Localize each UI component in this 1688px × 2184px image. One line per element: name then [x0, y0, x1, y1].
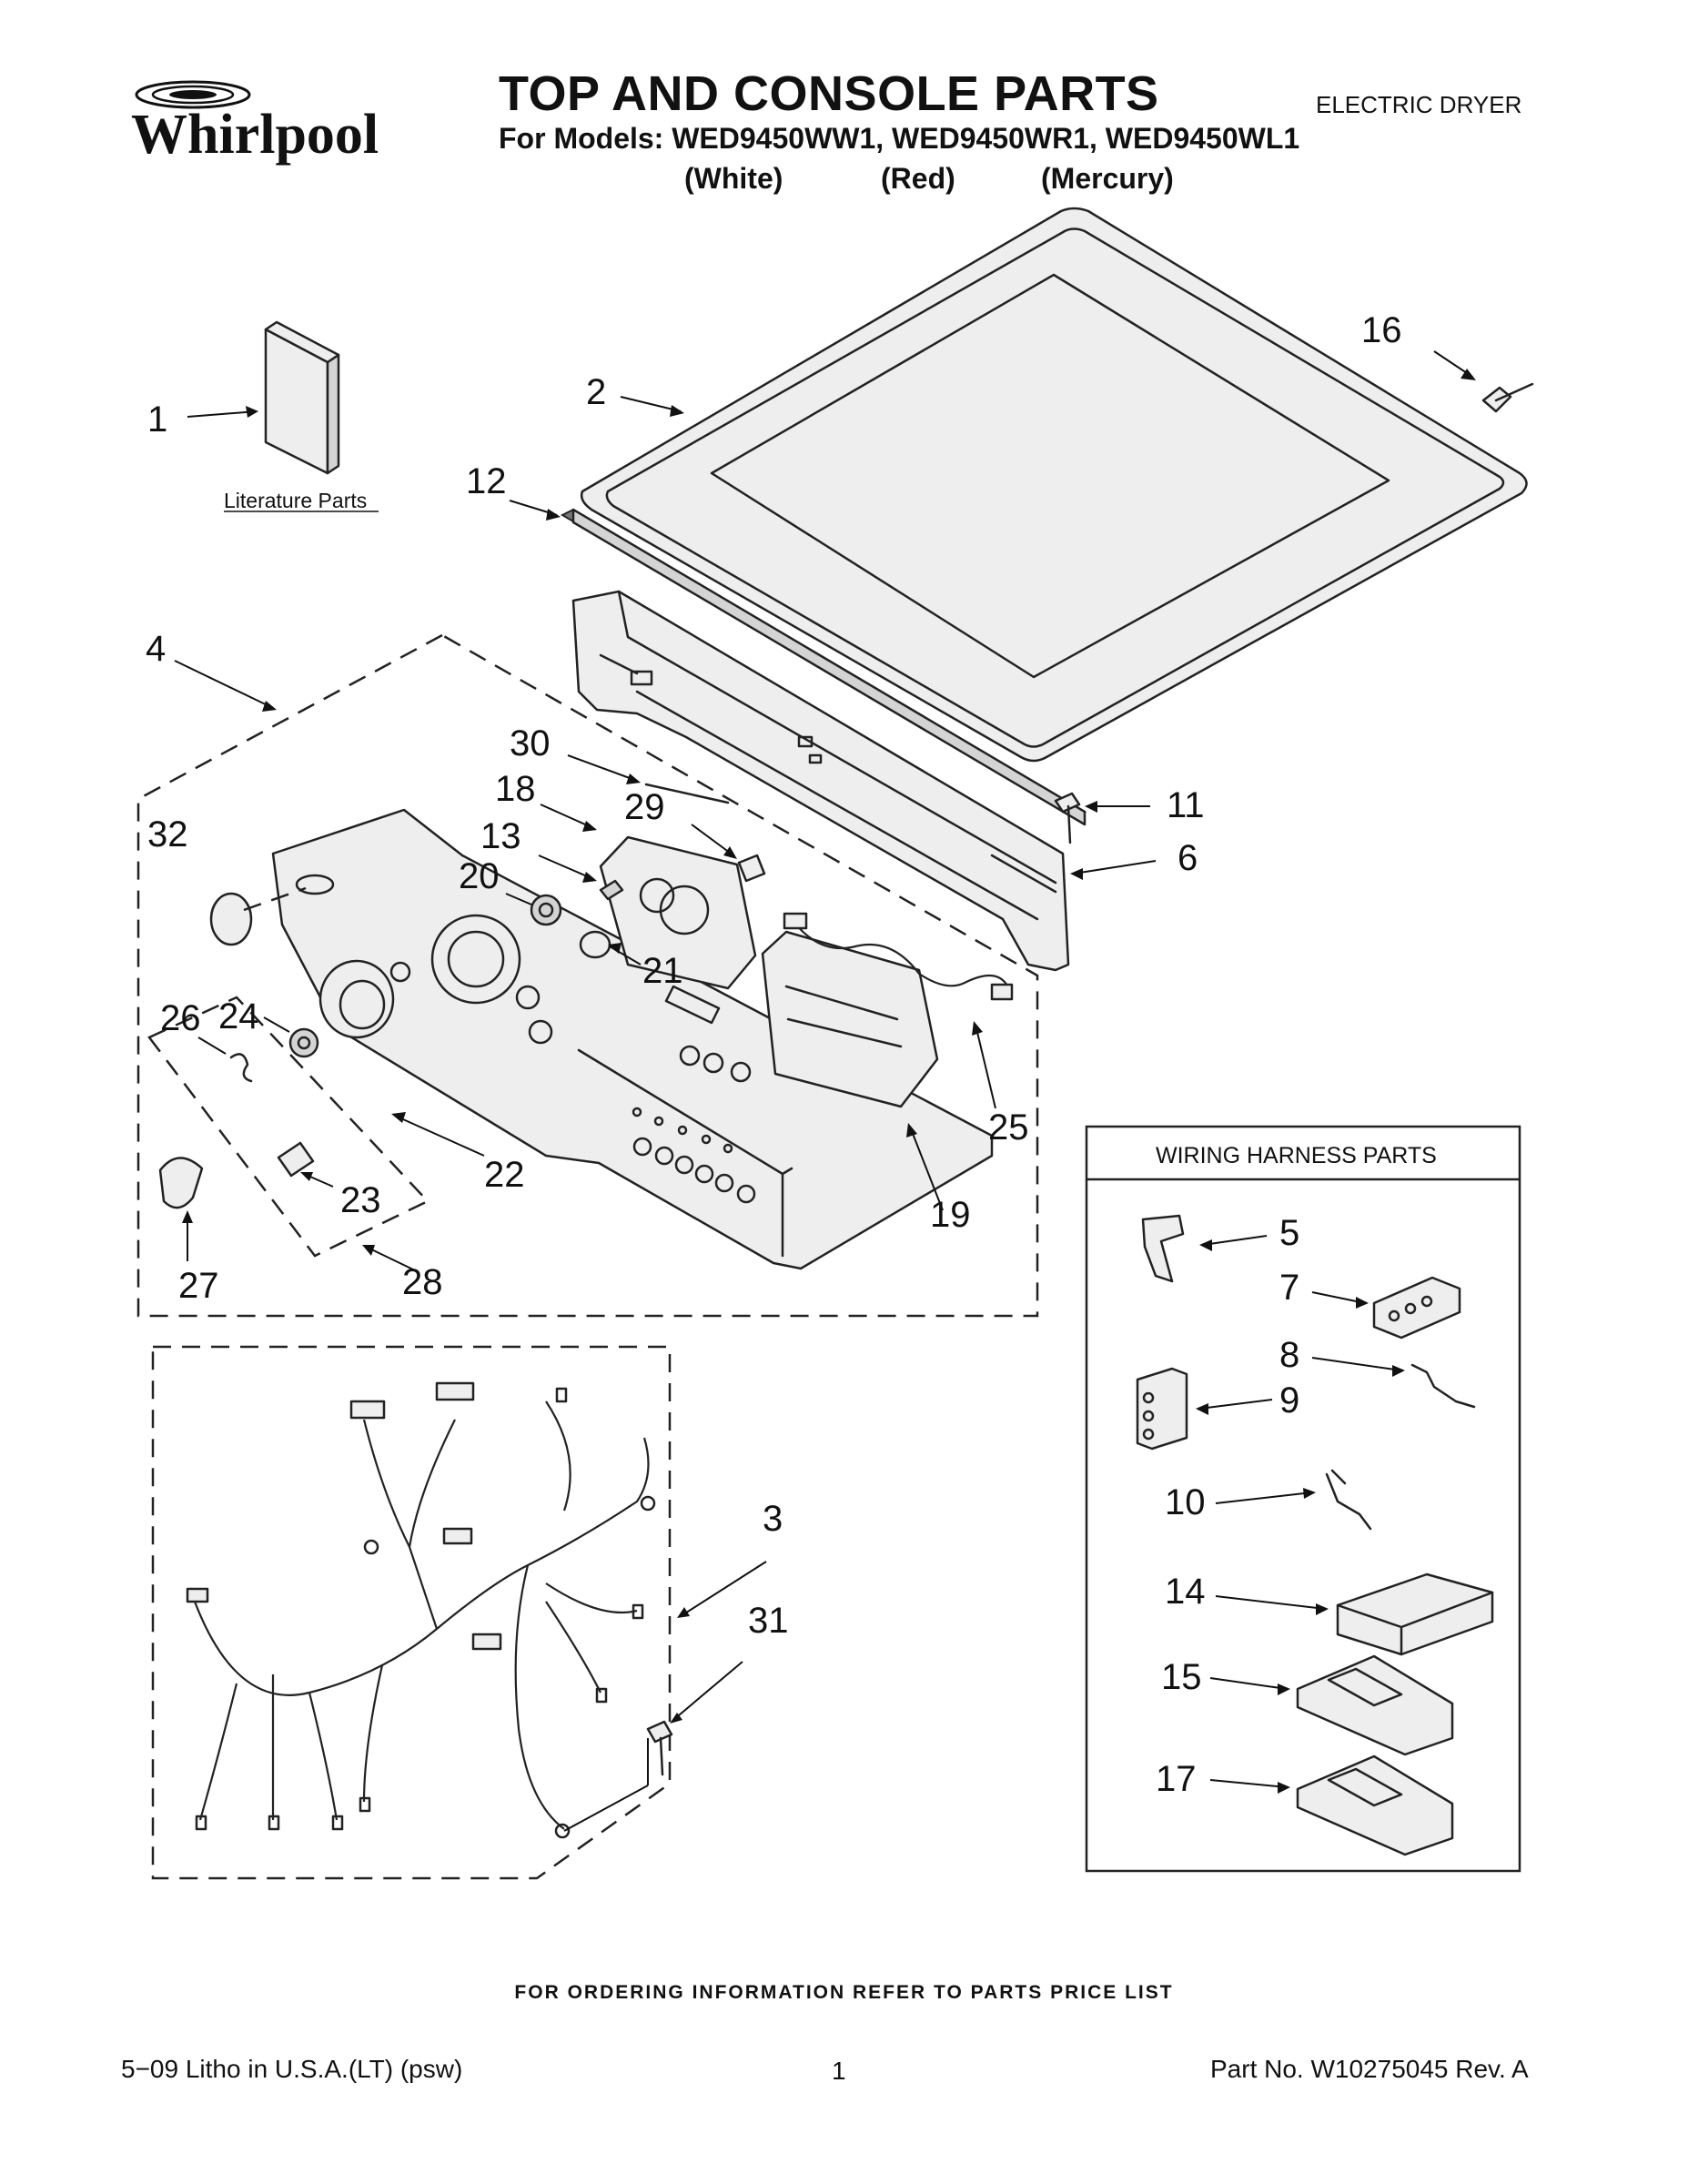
litho-info: 5−09 Litho in U.S.A.(LT) (psw) [121, 2055, 463, 2083]
part-20-gear [505, 893, 562, 926]
wiring-harness-box [1085, 1125, 1521, 1873]
part-8-terminal [1311, 1357, 1476, 1409]
part-27-knob [158, 1157, 204, 1261]
callout-14: 14 [1165, 1572, 1206, 1612]
callout-17: 17 [1156, 1759, 1197, 1799]
part-28-knob-assembly-outline [147, 996, 430, 1258]
callout-27: 27 [178, 1266, 219, 1306]
part-2-top-panel [580, 207, 1528, 763]
part-26-spring [197, 1036, 253, 1083]
part-19-ui-board [761, 930, 944, 1211]
callout-12: 12 [466, 461, 507, 501]
callout-29: 29 [624, 787, 665, 827]
part-3-harness-outline [151, 1345, 672, 1880]
callout-32: 32 [147, 814, 188, 854]
callout-16: 16 [1361, 310, 1402, 350]
whirlpool-logo: Whirlpool [127, 75, 391, 175]
part-4-console-assembly-outline [136, 633, 1039, 1318]
part-10-terminal [1215, 1469, 1372, 1531]
part-28-leader [362, 1245, 416, 1271]
callout-2: 2 [586, 372, 606, 412]
callout-24: 24 [218, 996, 259, 1036]
wiring-harness-box-title: WIRING HARNESS PARTS [1156, 1143, 1437, 1168]
callout-21: 21 [642, 951, 683, 991]
part-23-shaft [277, 1141, 334, 1188]
part-11-screw [1054, 792, 1150, 844]
part-24-gear [263, 1016, 319, 1058]
part-31-screw [563, 1661, 743, 1832]
callout-7: 7 [1279, 1268, 1299, 1308]
callout-11: 11 [1167, 785, 1205, 825]
color-label-white: (White) [684, 162, 783, 195]
callout-26: 26 [160, 998, 201, 1038]
part-13-clip [538, 854, 624, 901]
color-label-mercury: (Mercury) [1041, 162, 1174, 195]
callout-25: 25 [988, 1107, 1029, 1148]
part-6-console-bracket [571, 590, 1157, 972]
callout-1: 1 [147, 399, 167, 440]
part-1-literature [187, 320, 340, 475]
callout-9: 9 [1279, 1380, 1299, 1421]
callout-31: 31 [748, 1601, 789, 1641]
brand-wordmark: Whirlpool [131, 104, 379, 166]
color-label-red: (Red) [881, 162, 955, 195]
part-18-control-board [540, 804, 757, 990]
part-4-leader [174, 660, 277, 712]
part-14-connector-block [1215, 1572, 1494, 1656]
part-3-wiring-harness [186, 1381, 767, 1839]
callout-23: 23 [340, 1180, 381, 1220]
page-number: 1 [832, 2057, 846, 2085]
callout-22: 22 [484, 1155, 525, 1195]
callout-4: 4 [146, 629, 166, 669]
page-title: TOP AND CONSOLE PARTS [499, 66, 1159, 121]
literature-parts-label: Literature Parts [224, 489, 367, 512]
part-12-strip [509, 500, 1087, 826]
part-5-clip [1141, 1214, 1268, 1283]
part-7-connector [1311, 1276, 1461, 1340]
part-22-knob-housing [318, 959, 485, 1157]
model-list: For Models: WED9450WW1, WED9450WR1, WED9… [499, 122, 1300, 155]
part-17-connector-housing [1209, 1754, 1454, 1856]
part-15-connector-housing [1209, 1654, 1454, 1756]
part-9-connector [1136, 1367, 1273, 1451]
callout-10: 10 [1165, 1482, 1206, 1522]
part-number: Part No. W10275045 Rev. A [1210, 2055, 1529, 2083]
part-29-connector [691, 824, 766, 883]
callout-19: 19 [930, 1195, 971, 1235]
part-21-knob-stem [579, 930, 642, 966]
callout-13: 13 [480, 816, 521, 856]
ordering-note: FOR ORDERING INFORMATION REFER TO PARTS … [514, 1982, 1174, 2003]
console-buttons [632, 1045, 756, 1204]
document-type: ELECTRIC DRYER [1316, 91, 1522, 118]
part-30-ribbon [567, 754, 730, 804]
part-25-sub-harness [783, 912, 1014, 1109]
callout-18: 18 [495, 769, 536, 809]
callout-20: 20 [459, 856, 500, 896]
callout-6: 6 [1178, 838, 1198, 878]
part-16-screw [1433, 350, 1534, 413]
callout-28: 28 [402, 1262, 443, 1302]
part-32-badge [209, 886, 307, 946]
callout-3: 3 [763, 1499, 783, 1539]
callout-30: 30 [510, 723, 551, 763]
callout-8: 8 [1279, 1335, 1299, 1375]
callout-15: 15 [1161, 1657, 1202, 1697]
callout-5: 5 [1279, 1213, 1299, 1253]
console-panel [271, 808, 994, 1270]
